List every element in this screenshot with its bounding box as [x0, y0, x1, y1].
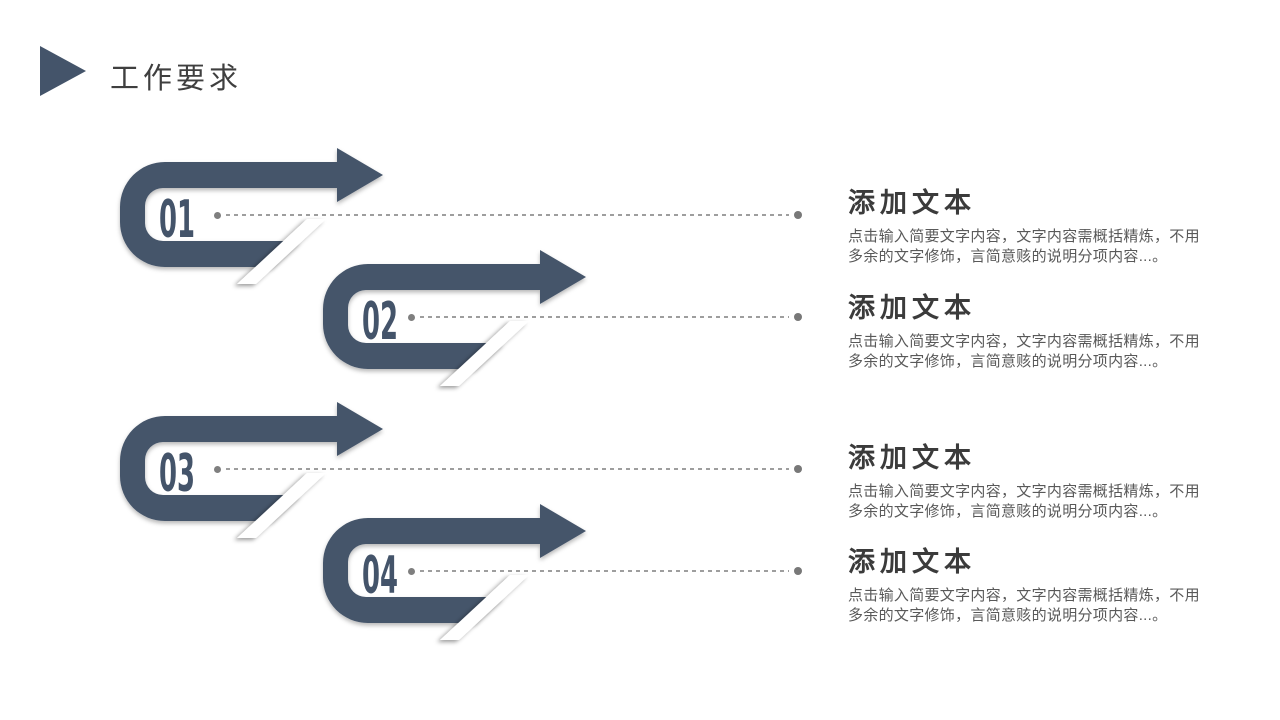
connector-start-dot [214, 211, 221, 219]
page-title: 工作要求 [110, 63, 243, 95]
step-arrow-02: 02 [318, 247, 598, 397]
header-triangle-icon [40, 46, 86, 96]
connector-line-03 [214, 464, 802, 474]
text-block-body: 点击输入简要文字内容，文字内容需概括精炼，不用多余的文字修饰，言简意赅的说明分项… [848, 333, 1200, 370]
connector-line-04 [408, 566, 802, 576]
connector-start-dot [408, 567, 415, 575]
connector-end-dot [794, 211, 802, 219]
text-block-04: 添加文本 点击输入简要文字内容，文字内容需概括精炼，不用多余的文字修饰，言简意赅… [848, 540, 1204, 626]
step-number: 01 [159, 190, 195, 250]
connector-start-dot [214, 465, 221, 473]
text-block-03: 添加文本 点击输入简要文字内容，文字内容需概括精炼，不用多余的文字修饰，言简意赅… [848, 436, 1204, 522]
text-block-title: 添加文本 [848, 188, 976, 218]
dashed-line [420, 570, 789, 572]
text-block-body: 点击输入简要文字内容，文字内容需概括精炼，不用多余的文字修饰，言简意赅的说明分项… [848, 587, 1200, 624]
connector-line-01 [214, 210, 802, 220]
connector-start-dot [408, 313, 415, 321]
connector-line-02 [408, 312, 802, 322]
text-block-body: 点击输入简要文字内容，文字内容需概括精炼，不用多余的文字修饰，言简意赅的说明分项… [848, 228, 1200, 265]
text-block-body: 点击输入简要文字内容，文字内容需概括精炼，不用多余的文字修饰，言简意赅的说明分项… [848, 483, 1200, 520]
dashed-line [226, 468, 789, 470]
text-block-title: 添加文本 [848, 443, 976, 473]
connector-end-dot [794, 567, 802, 575]
step-arrow-03: 03 [115, 399, 395, 549]
step-number: 02 [362, 292, 398, 352]
text-block-01: 添加文本 点击输入简要文字内容，文字内容需概括精炼，不用多余的文字修饰，言简意赅… [848, 181, 1204, 267]
step-arrow-04: 04 [318, 501, 598, 651]
text-block-title: 添加文本 [848, 293, 976, 323]
step-number: 03 [159, 444, 195, 504]
step-number: 04 [362, 546, 398, 606]
step-arrow-01: 01 [115, 145, 395, 295]
dashed-line [420, 316, 789, 318]
connector-end-dot [794, 313, 802, 321]
dashed-line [226, 214, 789, 216]
connector-end-dot [794, 465, 802, 473]
text-block-02: 添加文本 点击输入简要文字内容，文字内容需概括精炼，不用多余的文字修饰，言简意赅… [848, 286, 1204, 372]
text-block-title: 添加文本 [848, 547, 976, 577]
